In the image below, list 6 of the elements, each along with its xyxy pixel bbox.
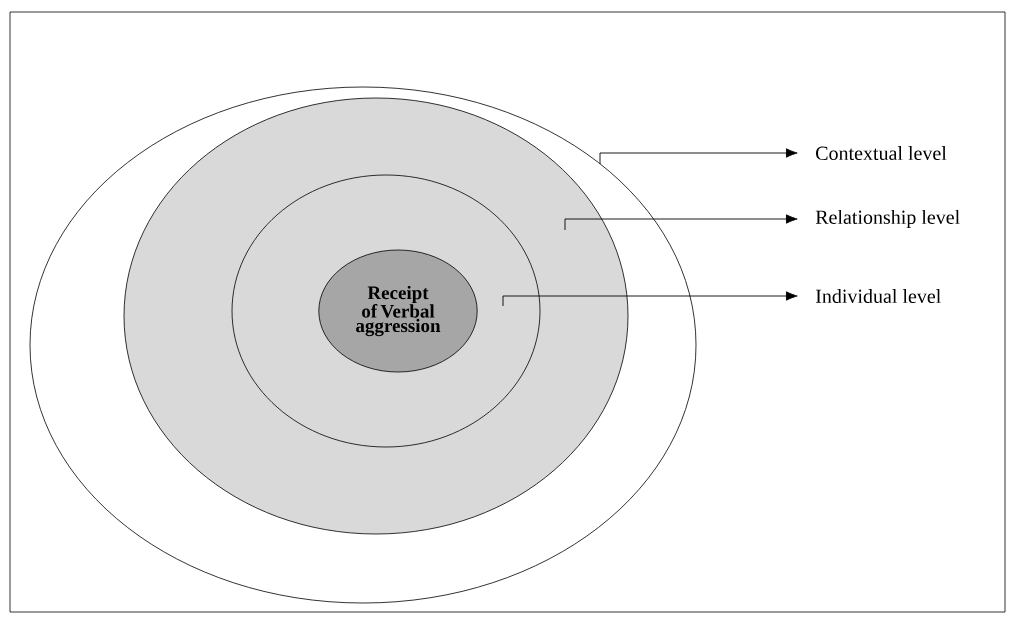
leader-line [502,291,798,307]
level-label: Individual level [815,288,941,304]
leader-line [599,148,798,165]
level-label: Relationship level [815,209,960,229]
level-label: Contextual level [816,145,947,161]
leader-line [564,214,798,231]
